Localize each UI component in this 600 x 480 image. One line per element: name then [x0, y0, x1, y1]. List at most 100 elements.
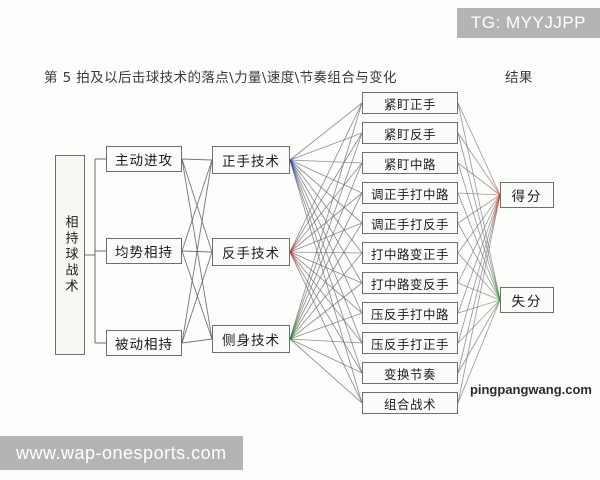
edge-tac9-res1 [457, 299, 501, 374]
node-label: 侧身技术 [222, 333, 280, 349]
node-label: 压反手打正手 [370, 336, 449, 352]
edge-tac1-res1 [457, 132, 501, 301]
edge-tech2-tac2 [289, 162, 363, 340]
node-label: 失分 [511, 294, 543, 310]
edge-tech1-tac9 [289, 251, 363, 374]
edge-tech1-tac10 [289, 251, 363, 404]
edge-tac6-res1 [457, 282, 501, 301]
node-tac-6[interactable]: 打中路变正手 [362, 242, 458, 264]
node-tac-9[interactable]: 压反手打正手 [362, 332, 458, 354]
edge-tech1-tac8 [289, 251, 363, 344]
node-tac-5[interactable]: 调正手打反手 [362, 212, 458, 234]
node-label: 被动相持 [115, 337, 173, 353]
node-label: 相持球战术 [62, 215, 78, 295]
edge-tac4-res1 [457, 222, 501, 301]
edge-phase2-tech2 [181, 338, 213, 344]
node-label: 调正手打中路 [370, 186, 449, 202]
edge-tech0-tac1 [289, 132, 363, 161]
edge-tech2-tac8 [289, 338, 363, 344]
edge-tech2-tac0 [289, 102, 363, 340]
edge-tech1-tac7 [289, 251, 363, 314]
node-tac-4[interactable]: 调正手打中路 [362, 182, 458, 204]
node-label: 打中路变正手 [370, 246, 449, 262]
node-label: 紧盯反手 [383, 126, 436, 142]
edge-tech1-tac2 [289, 162, 363, 253]
node-label: 紧盯中路 [383, 156, 436, 172]
edge-tac7-res0 [457, 194, 501, 314]
edge-tech1-tac0 [289, 102, 363, 253]
node-phase-active[interactable]: 主动进攻 [106, 146, 182, 172]
edge-tac5-res0 [457, 194, 501, 254]
node-label: 均势相持 [115, 245, 173, 261]
edge-tech0-tac2 [289, 159, 363, 164]
edge-tac3-res1 [457, 192, 501, 301]
node-root[interactable]: 相持球战术 [55, 155, 85, 355]
node-res-score[interactable]: 得分 [500, 182, 554, 208]
edge-tech1-tac5 [289, 251, 363, 254]
node-tac-11[interactable]: 组合战术 [362, 392, 458, 414]
node-phase-passive[interactable]: 被动相持 [106, 330, 182, 356]
edge-phase2-tech0 [181, 159, 213, 344]
watermark-site: pingpangwang.com [469, 382, 592, 397]
node-label: 紧盯正手 [383, 96, 436, 112]
edge-phase2-tech1 [181, 251, 213, 344]
node-label: 打中路变反手 [370, 276, 449, 292]
node-label: 压反手打中路 [370, 306, 449, 322]
edge-tech0-tac0 [289, 102, 363, 161]
edge-tac8-res1 [457, 299, 501, 344]
edge-phase1-tech0 [181, 159, 213, 252]
edge-tac3-res0 [457, 192, 501, 196]
node-tac-2[interactable]: 紧盯反手 [362, 122, 458, 144]
edge-tech0-tac4 [289, 159, 363, 224]
edge-tech2-tac9 [289, 338, 363, 374]
edge-tech2-tac3 [289, 192, 363, 340]
node-label: 组合战术 [383, 396, 436, 412]
edge-phase1-tech2 [181, 250, 213, 340]
edge-tech2-tac1 [289, 132, 363, 340]
edge-tech1-tac4 [289, 222, 363, 253]
edge-tac9-res0 [457, 194, 501, 374]
edge-tech2-tac4 [289, 222, 363, 340]
node-label: 调正手打反手 [370, 216, 449, 232]
edge-tac10-res1 [457, 299, 501, 404]
watermark-bottom-left: www.wap-onesports.com [0, 436, 243, 470]
edge-tech0-tac5 [289, 159, 363, 254]
edge-tac2-res1 [457, 162, 501, 301]
node-label: 反手技术 [222, 246, 280, 262]
edge-tac2-res0 [457, 162, 501, 196]
edge-phase0-tech0 [181, 158, 213, 161]
node-tac-10[interactable]: 变换节奏 [362, 362, 458, 384]
node-label: 主动进攻 [115, 153, 173, 169]
node-tac-8[interactable]: 压反手打中路 [362, 302, 458, 324]
edge-tech1-tac3 [289, 192, 363, 253]
edge-tac0-res0 [457, 102, 501, 196]
node-label: 正手技术 [222, 154, 280, 170]
edge-tac7-res1 [457, 299, 501, 314]
edge-tac10-res0 [457, 194, 501, 404]
edge-tech2-tac7 [289, 312, 363, 340]
edge-tac1-res0 [457, 132, 501, 196]
edge-tac6-res0 [457, 194, 501, 284]
node-tac-1[interactable]: 紧盯正手 [362, 92, 458, 114]
node-label: 变换节奏 [383, 366, 436, 382]
node-tech-forehand[interactable]: 正手技术 [212, 146, 290, 174]
node-tac-3[interactable]: 紧盯中路 [362, 152, 458, 174]
node-res-lose[interactable]: 失分 [500, 287, 554, 313]
node-tech-backhand[interactable]: 反手技术 [212, 238, 290, 266]
node-phase-even[interactable]: 均势相持 [106, 238, 182, 264]
edge-tech0-tac3 [289, 159, 363, 194]
watermark-top-right: TG: MYYJJPP [456, 8, 600, 38]
edge-tech2-tac6 [289, 282, 363, 340]
edge-tech2-tac10 [289, 338, 363, 404]
node-tac-7[interactable]: 打中路变反手 [362, 272, 458, 294]
page-title: 第 5 拍及以后击球技术的落点\力量\速度\节奏组合与变化 [44, 70, 397, 86]
edge-tac0-res1 [457, 102, 501, 301]
result-heading: 结果 [505, 70, 533, 86]
edge-tac5-res1 [457, 252, 501, 301]
node-label: 得分 [511, 189, 543, 205]
edge-tech1-tac1 [289, 132, 363, 253]
node-tech-pivot[interactable]: 侧身技术 [212, 325, 290, 353]
edge-tac4-res0 [457, 194, 501, 224]
